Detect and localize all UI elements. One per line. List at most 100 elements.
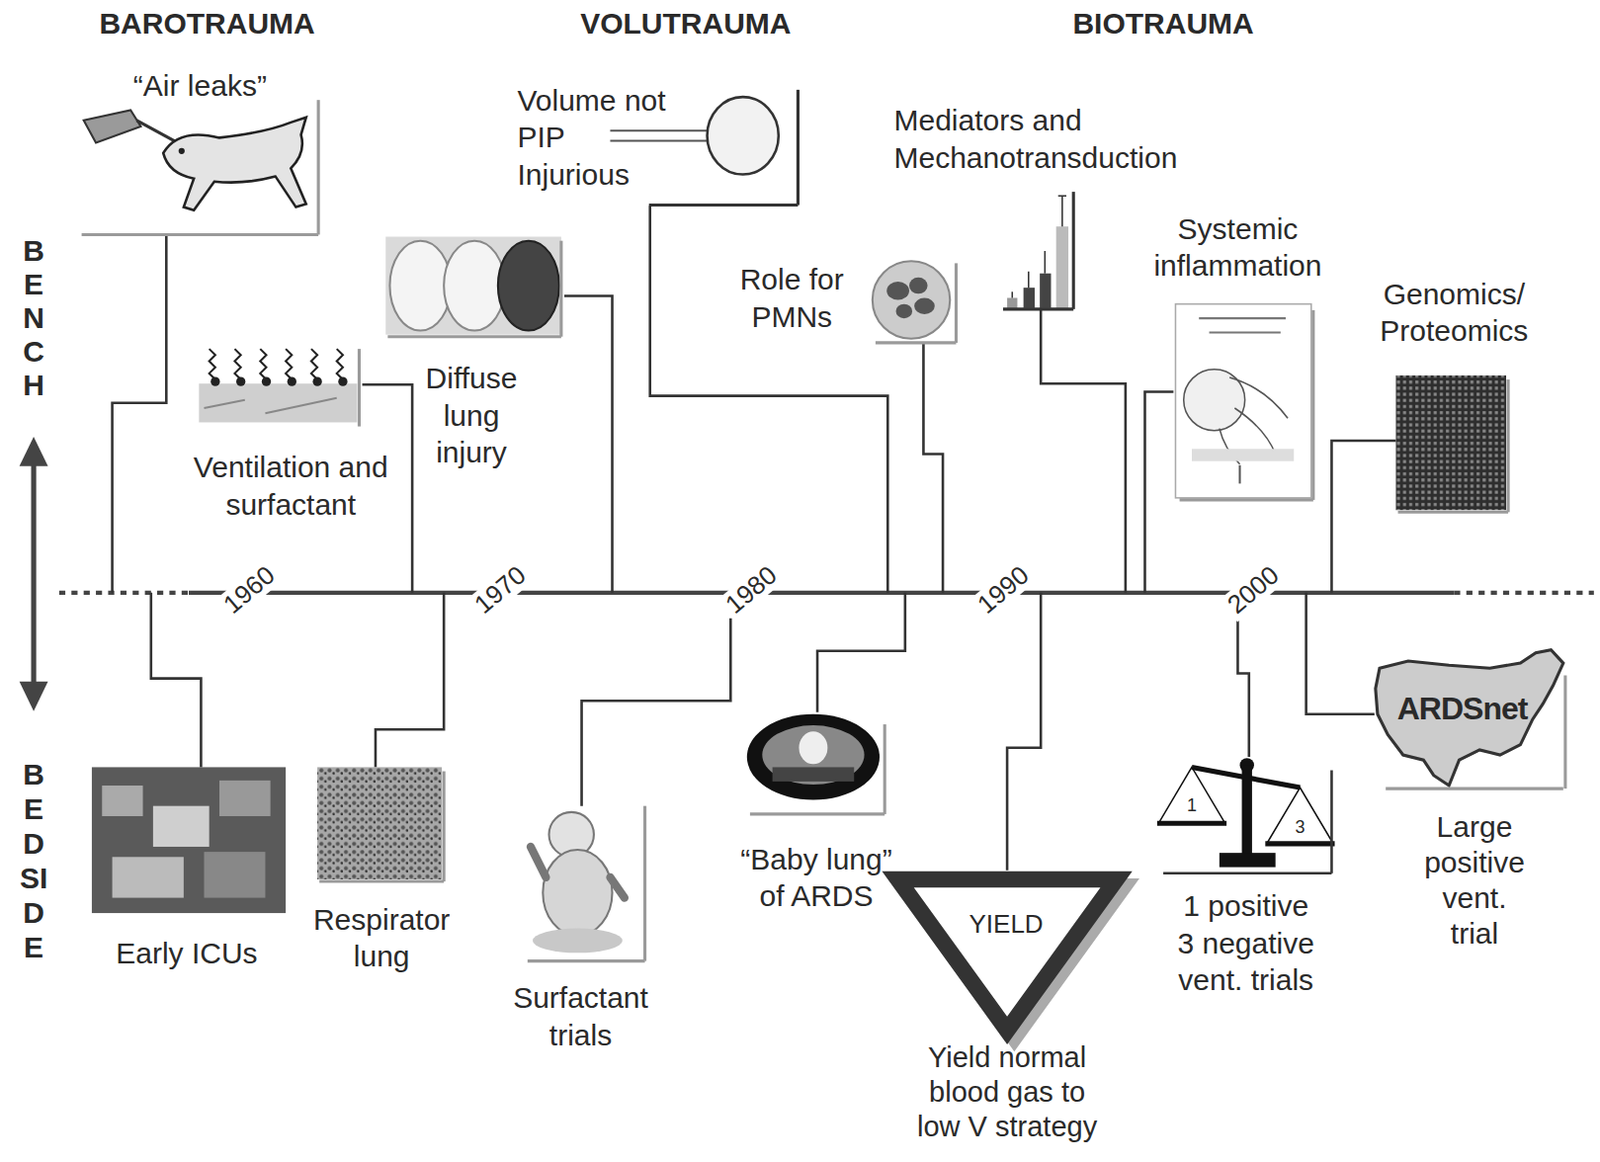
surfactant-figure <box>209 348 216 380</box>
icu-photo <box>112 856 184 898</box>
ct-scan-figure <box>798 731 828 764</box>
schematic-figure <box>1311 310 1315 501</box>
leader-line <box>362 384 414 593</box>
neutrophil-figure <box>872 260 957 343</box>
balance-scale <box>1157 821 1227 827</box>
icu-photo <box>91 766 286 914</box>
lung-figure <box>385 237 562 337</box>
timeline-axis <box>59 591 1595 593</box>
schematic-figure <box>1191 448 1294 461</box>
bar-chart-figure <box>1058 194 1067 197</box>
air-leak-figure <box>82 99 320 235</box>
balloon-figure <box>649 203 799 207</box>
baby-photo <box>609 877 624 899</box>
ct-scan-figure <box>750 812 885 816</box>
surfactant-figure <box>198 383 357 422</box>
balance-scale <box>1264 841 1335 846</box>
icu-photo <box>153 806 210 847</box>
leader-line <box>151 592 202 768</box>
leader-line <box>582 618 732 807</box>
microarray-figure <box>1398 510 1510 514</box>
caption: Surfactant trials <box>502 979 661 1054</box>
ct-scan-figure <box>772 766 855 781</box>
bar-chart-figure <box>1044 251 1047 274</box>
caption: Role for PMNs <box>722 260 861 336</box>
map-label: ARDSnet <box>1363 691 1562 727</box>
balance-scale <box>1242 764 1253 857</box>
leader-line <box>112 234 168 592</box>
era-heading: BIOTRAUMA <box>1005 5 1322 42</box>
axis-label: BEDSIDE <box>18 757 49 965</box>
schematic-figure <box>1179 498 1314 502</box>
neutrophil-figure <box>954 262 958 343</box>
microarray-figure <box>1395 375 1509 512</box>
leader-line <box>564 295 613 592</box>
histology-photo <box>442 771 446 883</box>
leader-line <box>1007 592 1041 871</box>
bar-chart-figure <box>1003 307 1074 311</box>
us-map <box>1385 787 1564 791</box>
axis-label: BENCH <box>18 234 49 403</box>
surfactant-figure <box>204 400 246 409</box>
year-label: 1970 <box>466 558 535 622</box>
yield-sign <box>898 879 1117 1031</box>
icu-photo <box>91 766 286 914</box>
bar-chart-figure <box>1003 191 1074 310</box>
caption: Mediators and Mechanotransduction <box>893 101 1200 176</box>
caption: Large positive vent. trial <box>1420 809 1529 952</box>
year-label: 1960 <box>215 558 284 622</box>
balance-scale <box>1159 766 1225 823</box>
leader-line <box>923 341 943 593</box>
bar-chart-figure <box>1010 291 1013 298</box>
double-arrow <box>19 681 49 712</box>
schematic-figure <box>1175 304 1311 499</box>
leader-line <box>817 592 906 713</box>
caption: Early ICUs <box>87 934 286 973</box>
baby-photo <box>532 928 623 954</box>
caption: 1 positive 3 negative vent. trials <box>1174 887 1318 1000</box>
icu-photo <box>219 780 271 817</box>
year-label: 2000 <box>1219 558 1288 622</box>
leader-line <box>1040 308 1126 593</box>
caption: Genomics/ Proteomics <box>1364 275 1543 350</box>
lung-figure <box>385 237 562 336</box>
bar-chart-figure <box>1039 273 1051 309</box>
bar-chart-figure <box>1061 195 1064 227</box>
ct-scan-figure <box>883 724 887 815</box>
yield-sign <box>898 879 1124 1038</box>
era-heading: BAROTRAUMA <box>49 5 366 42</box>
surfactant-figure <box>264 398 337 414</box>
lung-figure <box>389 241 451 332</box>
caption: Diffuse lung injury <box>407 359 536 472</box>
surfactant-figure <box>198 348 359 426</box>
baby-photo <box>542 849 612 936</box>
surfactant-figure <box>287 377 297 387</box>
balance-scale <box>1330 770 1334 874</box>
surfactant-figure <box>285 348 292 380</box>
double-arrow <box>30 459 36 689</box>
lung-figure <box>498 241 560 332</box>
baby-photo <box>527 959 646 963</box>
icu-photo <box>204 851 266 898</box>
caption: Volume not PIP Injurious <box>516 82 675 194</box>
timeline-axis <box>1453 590 1594 595</box>
surfactant-figure <box>311 348 318 380</box>
leader-line <box>1237 618 1249 758</box>
timeline-axis <box>59 590 189 595</box>
balloon-figure <box>796 89 800 206</box>
ct-scan-figure <box>747 714 885 815</box>
microarray-figure <box>1507 379 1511 512</box>
double-arrow <box>19 436 49 712</box>
year-label: 1980 <box>717 558 786 622</box>
caption: Respirator lung <box>307 901 456 976</box>
baby-photo <box>530 846 546 878</box>
air-leak-figure <box>317 99 321 235</box>
surfactant-figure <box>337 377 347 387</box>
neutrophil-figure <box>909 277 928 295</box>
ct-scan-figure <box>747 714 880 801</box>
caption: Yield normal blood gas to low V strategy <box>908 1040 1106 1144</box>
caption: “Baby lung” of ARDS <box>737 841 896 916</box>
us-map <box>1563 675 1567 790</box>
